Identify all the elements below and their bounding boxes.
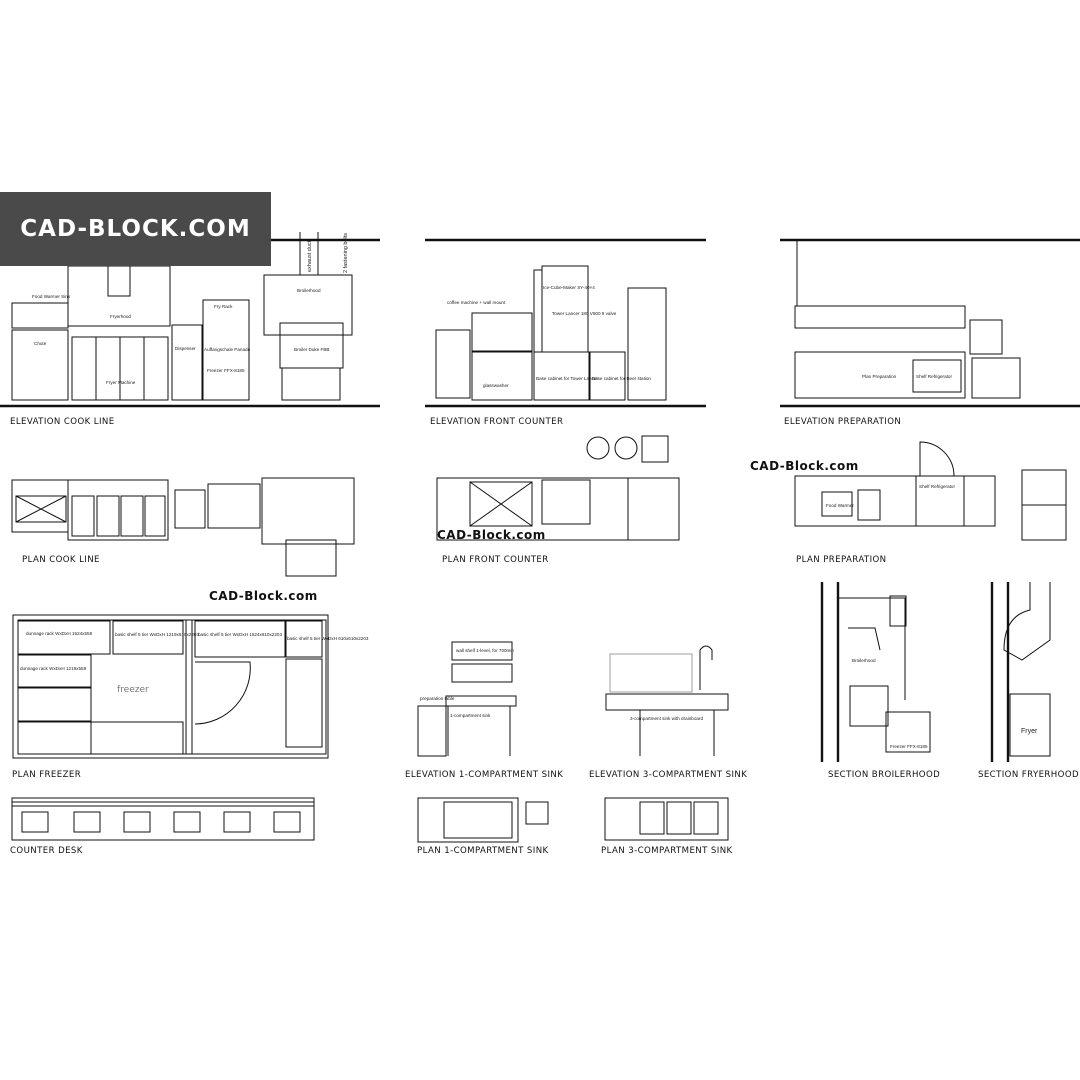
caption-plan-cook-line: PLAN COOK LINE	[22, 555, 100, 565]
label-basic-shelf: basic shelf 5 tier WxDxH 1219x610x2203	[115, 632, 199, 637]
label-broilerhood: Broilerhood	[297, 288, 321, 293]
label-fryer: Fryer	[1021, 728, 1038, 735]
label-glasswasher: glasswasher	[483, 383, 509, 388]
watermark-text: CAD-Block.com	[209, 589, 318, 603]
plan-freezer: freezer dunnage rack WxDxH 1524x559 dunn…	[12, 614, 369, 780]
counter-desk: COUNTER DESK	[10, 797, 315, 856]
label-shelf-refrigerator: Shelf Refrigerator	[916, 374, 952, 379]
watermark-text: CAD-Block.com	[750, 459, 859, 473]
label-base-beer: Base cabinet for Beer station	[592, 376, 651, 381]
label-plan-shelf-refrigerator: Shelf Refrigerator	[919, 484, 955, 489]
watermark-banner: CAD-BLOCK.COM	[0, 192, 271, 266]
label-basic-shelf: basic shelf 5 tier WxDxH 610x610x2203	[287, 636, 369, 641]
label-dunnage-rack: dunnage rack WxDxH 1219x559	[20, 666, 87, 671]
caption-elevation-3-sink: ELEVATION 3-COMPARTMENT SINK	[589, 770, 747, 780]
elevation-preparation: Plan Preparation Shelf Refrigerator ELEV…	[780, 238, 1080, 427]
label-wall-shelf: wall shelf 1-level, for 700mm	[456, 648, 514, 653]
plan-cook-line: PLAN COOK LINE	[11, 477, 355, 577]
label-basic-shelf: basic shelf 5 tier WxDxH 1524x610x2203	[198, 632, 282, 637]
label-auffangschale: Auffangschale Panade	[204, 347, 251, 352]
section-broilerhood: Broilerhood Freezer FFX-8185 SECTION BRO…	[820, 582, 940, 780]
caption-elevation-front-counter: ELEVATION FRONT COUNTER	[430, 417, 563, 427]
label-1-compartment-sink: 1-compartment sink	[450, 713, 491, 718]
label-fryerhood: Fryerhood	[110, 314, 131, 319]
label-section-freezer: Freezer FFX-8185	[890, 744, 928, 749]
section-fryerhood: Fryer SECTION FRYERHOOD	[978, 582, 1079, 780]
plan-preparation: Food Warmer Shelf Refrigerator PLAN PREP…	[794, 441, 1067, 565]
plan-3-compartment-sink: PLAN 3-COMPARTMENT SINK	[601, 797, 733, 856]
caption-elevation-cook-line: ELEVATION COOK LINE	[10, 417, 115, 427]
label-ice-cube-maker: Ice-Cube-Maker SY-40×4	[543, 285, 595, 290]
caption-section-broilerhood: SECTION BROILERHOOD	[828, 770, 940, 780]
label-food-warmer-sink: Food Warmer Sink	[32, 294, 71, 299]
label-prep-table: preparation table	[420, 696, 455, 701]
label-freezer-ffx: Freezer FFX-8185	[207, 368, 245, 373]
label-broiler-duke: Broiler Duke FBB	[294, 347, 330, 352]
caption-plan-3-sink: PLAN 3-COMPARTMENT SINK	[601, 846, 733, 856]
label-base-tower: Base cabinet for Tower Lancer	[536, 376, 598, 381]
caption-section-fryerhood: SECTION FRYERHOOD	[978, 770, 1079, 780]
caption-elevation-preparation: ELEVATION PREPARATION	[784, 417, 901, 427]
elevation-cook-line: exhaust duct 2 fastening bolts Food Warm…	[0, 232, 380, 427]
label-section-broilerhood: Broilerhood	[852, 658, 876, 663]
plan-1-compartment-sink: PLAN 1-COMPARTMENT SINK	[417, 797, 549, 856]
label-exhaust-duct: exhaust duct	[307, 240, 313, 272]
label-chute: Chute	[34, 341, 47, 346]
label-fryer-machine: Fryer Machine	[106, 380, 136, 385]
label-dispenser: Dispenser	[175, 346, 196, 351]
label-food-warmer: Food Warmer	[826, 503, 854, 508]
label-fastening-bolts: 2 fastening bolts	[343, 233, 349, 273]
label-plan-preparation: Plan Preparation	[862, 374, 897, 379]
caption-plan-freezer: PLAN FREEZER	[12, 770, 81, 780]
plan-front-counter: PLAN FRONT COUNTER	[436, 435, 680, 565]
caption-elevation-1-sink: ELEVATION 1-COMPARTMENT SINK	[405, 770, 563, 780]
label-dunnage-rack: dunnage rack WxDxH 1524x559	[26, 631, 93, 636]
elevation-1-compartment-sink: wall shelf 1-level, for 700mm preparatio…	[405, 641, 563, 780]
caption-plan-front-counter: PLAN FRONT COUNTER	[442, 555, 549, 565]
caption-plan-preparation: PLAN PREPARATION	[796, 555, 887, 565]
label-3-compartment-sink: 3-compartment sink with drainboard	[630, 716, 703, 721]
label-tower-lancer: Tower Lancer 180 V500 9 valve	[552, 311, 617, 316]
caption-plan-1-sink: PLAN 1-COMPARTMENT SINK	[417, 846, 549, 856]
watermark-text: CAD-Block.com	[437, 528, 546, 542]
label-coffee-machine: coffee machine + wall mount	[447, 300, 506, 305]
label-fry-rack: Fry Rack	[214, 304, 233, 309]
elevation-3-compartment-sink: 3-compartment sink with drainboard ELEVA…	[589, 645, 747, 780]
elevation-front-counter: Ice-Cube-Maker SY-40×4 Tower Lancer 180 …	[425, 238, 706, 427]
label-freezer: freezer	[117, 685, 149, 695]
caption-counter-desk: COUNTER DESK	[10, 846, 83, 856]
